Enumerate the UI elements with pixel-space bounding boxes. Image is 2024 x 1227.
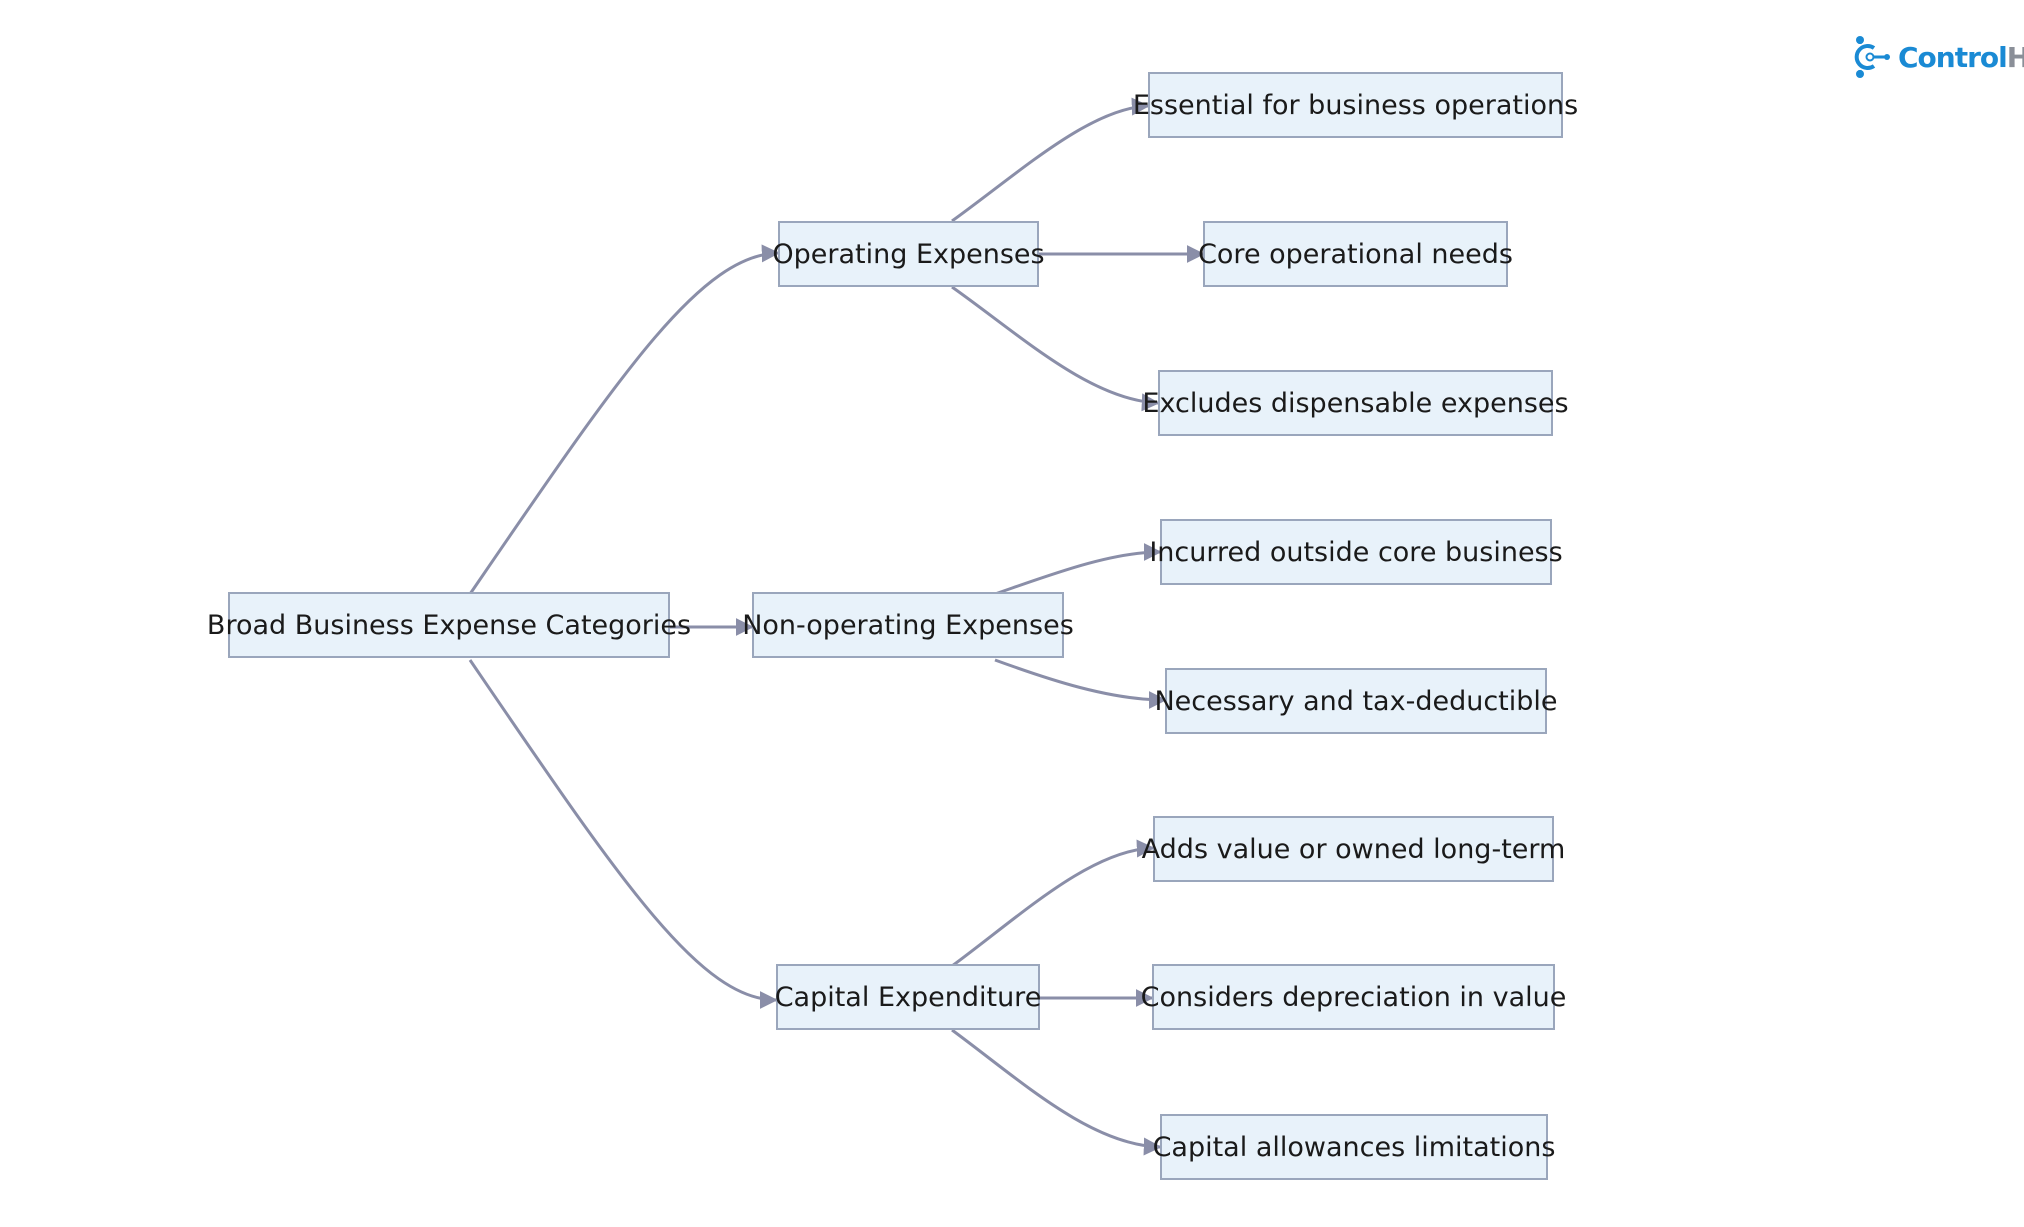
- node-capital-expenditure: Capital Expenditure: [775, 964, 1041, 1030]
- edge-operating-excludes: [951, 285, 1160, 412]
- logo-text-control: Control: [1898, 40, 2008, 74]
- node-core-operational-needs: Core operational needs: [1198, 221, 1513, 287]
- edge-operating-essential: [951, 97, 1150, 223]
- controlhub-logo-icon: [1854, 36, 1890, 78]
- edge-root-operating: [468, 244, 780, 595]
- edge-root-capital: [468, 659, 778, 1009]
- node-essential-for-business-operations: Essential for business operations: [1133, 72, 1578, 138]
- node-root: Broad Business Expense Categories: [207, 592, 691, 658]
- edge-capital-adds: [951, 839, 1155, 968]
- node-adds-value-or-owned-long-term: Adds value or owned long-term: [1142, 816, 1565, 882]
- edge-capital-allowances: [951, 1028, 1162, 1156]
- node-capital-allowances-limitations: Capital allowances limitations: [1153, 1114, 1555, 1180]
- node-non-operating-expenses: Non-operating Expenses: [742, 592, 1074, 658]
- node-excludes-dispensable-expenses: Excludes dispensable expenses: [1142, 370, 1569, 436]
- edge-nonoperating-incurred: [994, 543, 1162, 596]
- edge-nonoperating-necessary: [994, 658, 1167, 709]
- controlhub-logo: ControlHub: [1852, 34, 2024, 80]
- logo-text-hub: Hub: [2006, 40, 2024, 74]
- node-incurred-outside-core-business: Incurred outside core business: [1149, 519, 1563, 585]
- node-necessary-and-tax-deductible: Necessary and tax-deductible: [1154, 668, 1558, 734]
- controlhub-logo-text: ControlHub: [1898, 41, 2024, 74]
- node-operating-expenses: Operating Expenses: [772, 221, 1045, 287]
- node-considers-depreciation-in-value: Considers depreciation in value: [1141, 964, 1566, 1030]
